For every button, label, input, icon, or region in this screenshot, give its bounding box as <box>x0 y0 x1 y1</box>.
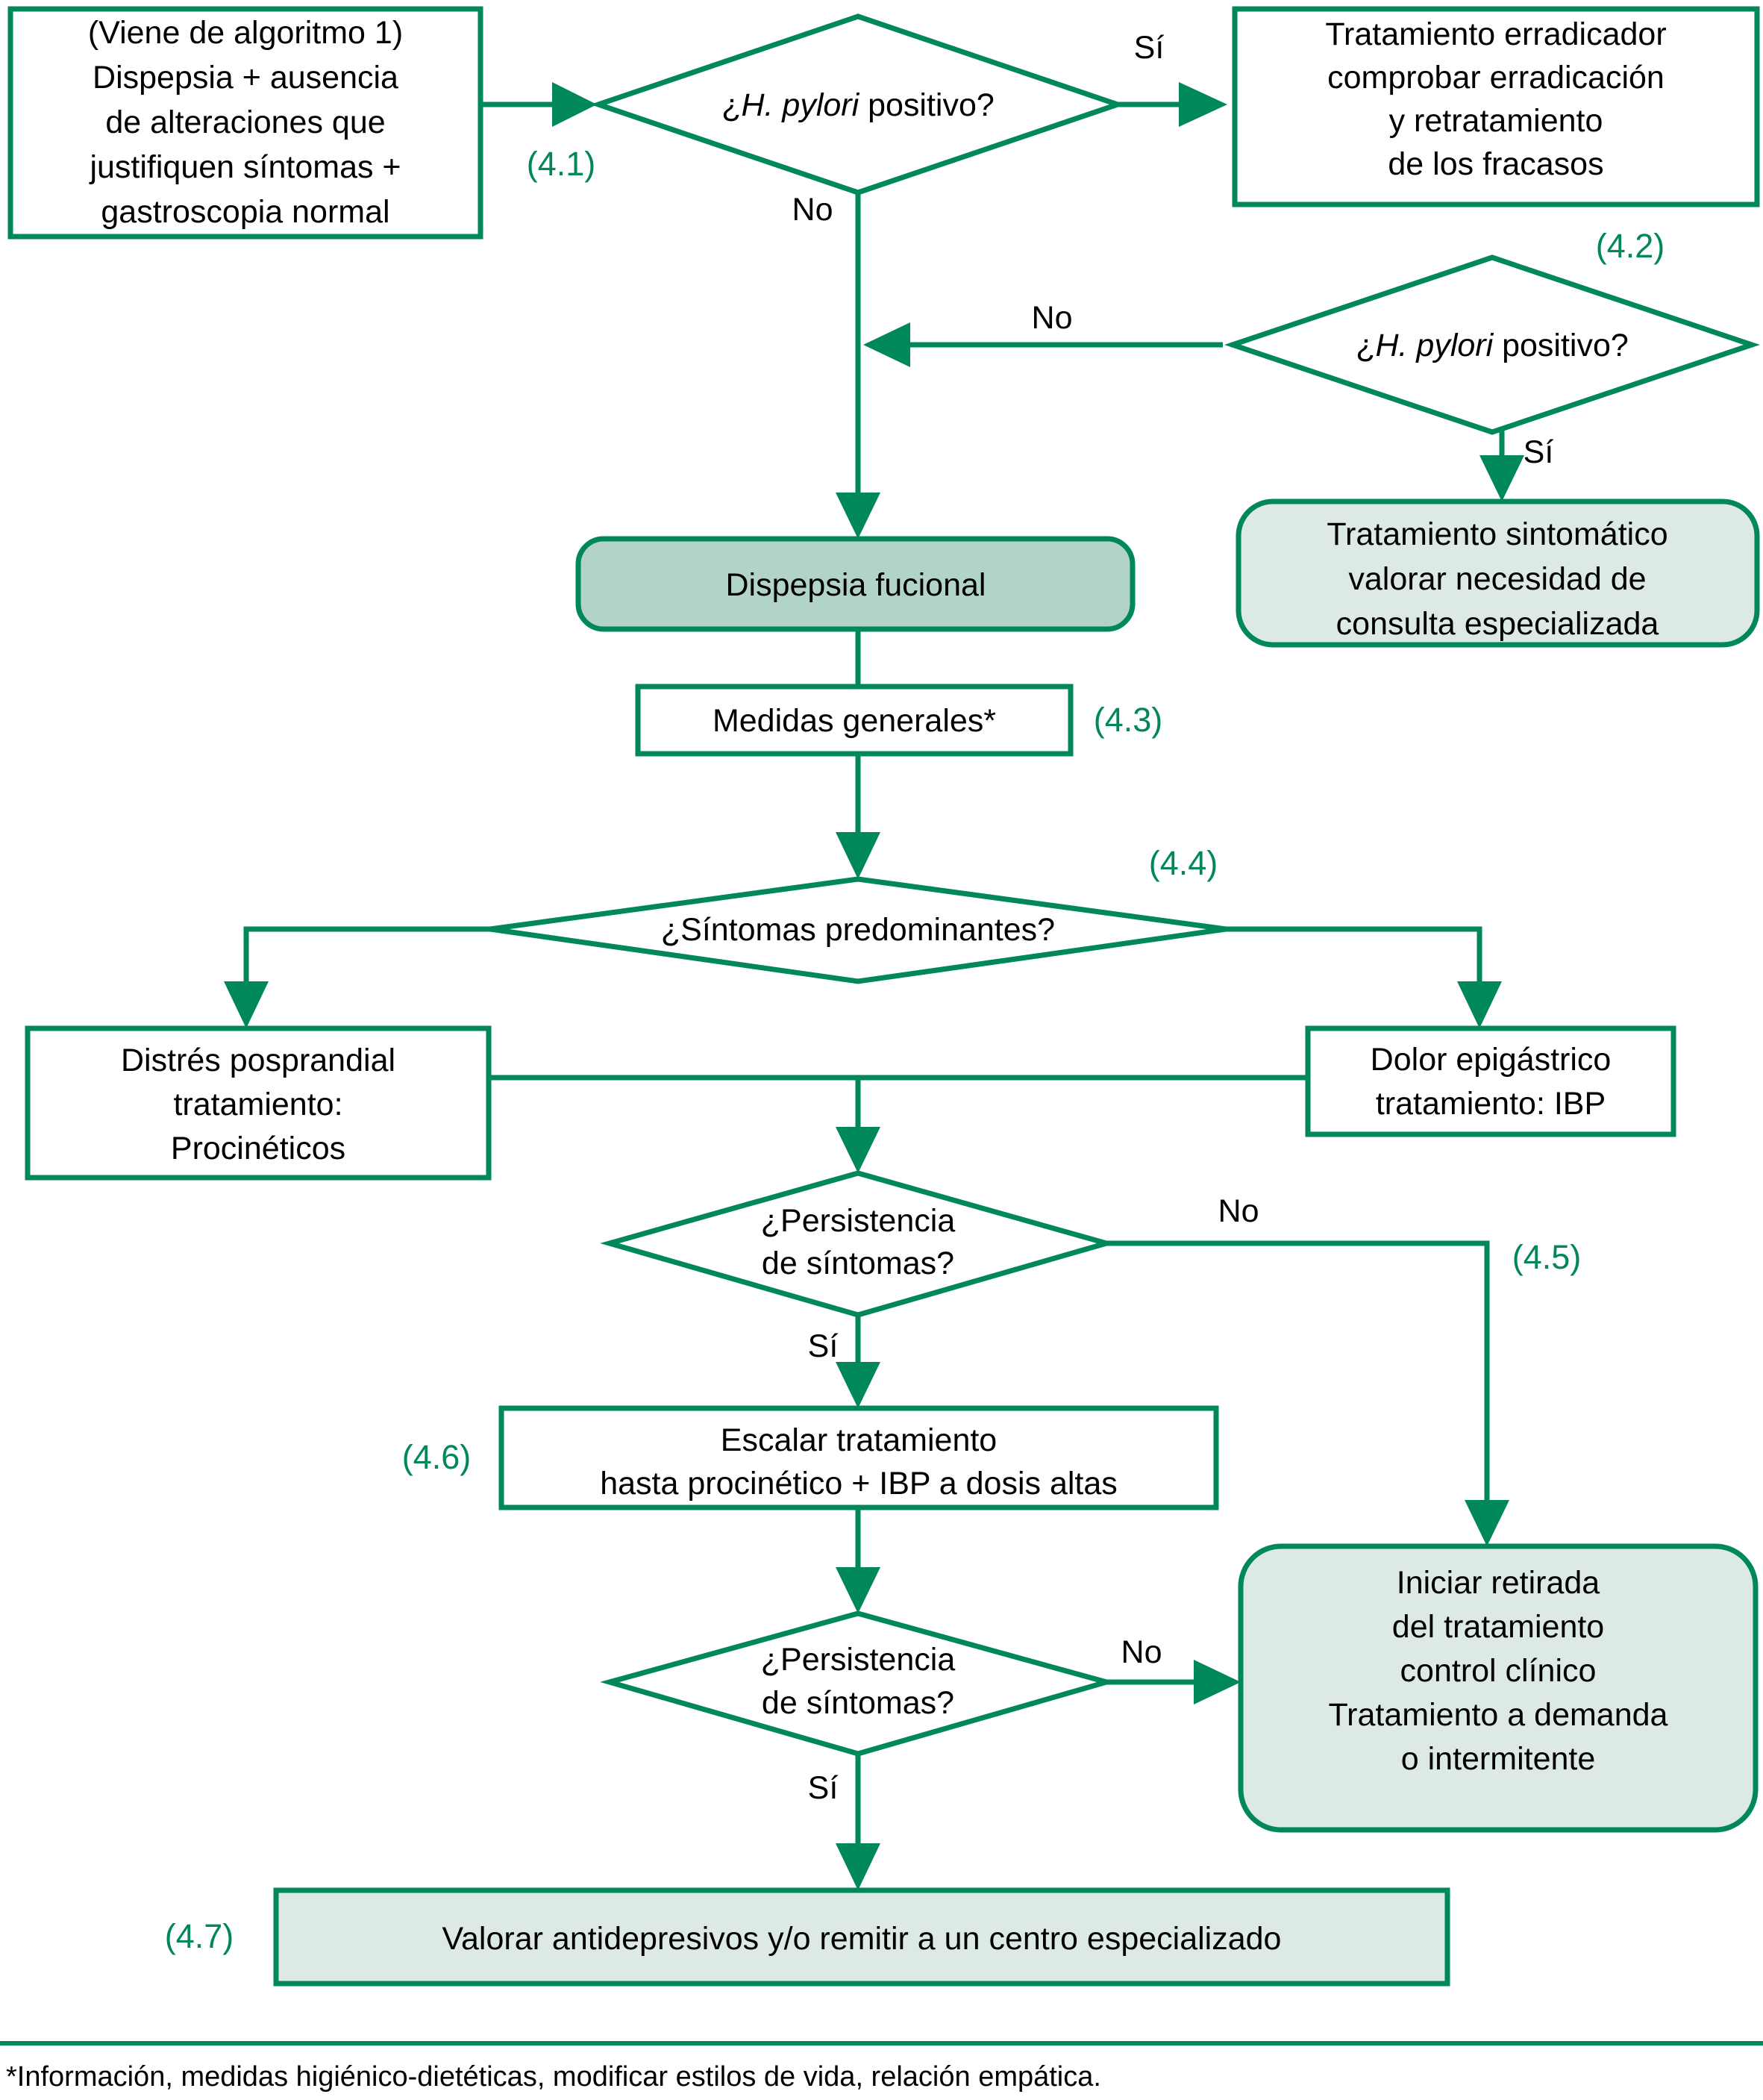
node-escalar-tratamiento[interactable]: Escalar tratamiento hasta procinético + … <box>498 1405 1219 1510</box>
node-persistencia-1-line-0: ¿Persistencia <box>761 1203 956 1239</box>
node-sintomatico-line-2: consulta especializada <box>1336 606 1659 642</box>
node-dolor-line-1: tratamiento: IBP <box>1376 1086 1606 1122</box>
hpylori-italic-2: H. pylori <box>1375 328 1494 363</box>
node-medidas-generales[interactable]: Medidas generales* <box>635 684 1074 757</box>
node-persistencia-1[interactable]: ¿Persistencia de síntomas? <box>600 1170 1116 1318</box>
node-dolor-epigastrico[interactable]: Dolor epigástrico tratamiento: IBP <box>1305 1025 1676 1137</box>
node-persistencia-1-line-1: de síntomas? <box>762 1246 954 1281</box>
step-ref-4-4: (4.4) <box>1149 844 1218 882</box>
node-hpylori-2-label: ¿H. pylori positivo? <box>1356 328 1629 363</box>
node-sintomatico-line-1: valorar necesidad de <box>1348 561 1646 597</box>
node-erradicador-line-3: de los fracasos <box>1388 146 1603 182</box>
node-start-line-4: gastroscopia normal <box>101 194 389 230</box>
edge-label-si-2: Sí <box>1524 434 1554 470</box>
node-medidas-label: Medidas generales* <box>713 703 996 739</box>
node-hpylori-1-label: ¿H. pylori positivo? <box>721 87 995 123</box>
edge-persistencia1-no <box>1106 1240 1509 1546</box>
node-sintomatico-line-0: Tratamiento sintomático <box>1327 516 1668 552</box>
node-retirada-line-1: del tratamiento <box>1392 1609 1604 1645</box>
edge-label-si-1: Sí <box>1134 30 1165 66</box>
step-ref-4-2: (4.2) <box>1596 227 1665 265</box>
footnote-text: *Información, medidas higiénico-dietétic… <box>6 2061 1101 2093</box>
step-ref-4-3: (4.3) <box>1094 701 1163 739</box>
node-persistencia-2-line-0: ¿Persistencia <box>761 1642 956 1678</box>
step-ref-4-5: (4.5) <box>1512 1238 1582 1276</box>
edge-label-no-4: No <box>1121 1634 1162 1670</box>
node-start-line-2: de alteraciones que <box>105 104 385 140</box>
edge-medidas-to-sintomas <box>836 754 880 879</box>
node-sintomas-predominantes[interactable]: ¿Síntomas predominantes? <box>489 876 1227 984</box>
node-dispepsia-funcional-label: Dispepsia fucional <box>726 567 986 603</box>
node-retirada-line-3: Tratamiento a demanda <box>1329 1697 1668 1733</box>
edge-label-no-3: No <box>1218 1193 1259 1229</box>
node-tratamiento-sintomatico[interactable]: Tratamiento sintomático valorar necesida… <box>1236 499 1760 648</box>
node-start-line-3: justifiquen síntomas + <box>88 149 401 185</box>
node-distres-posprandial[interactable]: Distrés posprandial tratamiento: Prociné… <box>25 1025 492 1181</box>
node-iniciar-retirada[interactable]: Iniciar retirada del tratamiento control… <box>1238 1543 1759 1833</box>
node-erradicador-line-2: y retratamiento <box>1389 103 1603 139</box>
node-distres-line-0: Distrés posprandial <box>121 1043 395 1078</box>
node-erradicador-line-0: Tratamiento erradicador <box>1325 16 1666 52</box>
hpylori-italic-1: H. pylori <box>741 87 859 123</box>
edge-label-no-2: No <box>1032 300 1073 336</box>
node-antidepresivos-label: Valorar antidepresivos y/o remitir a un … <box>442 1921 1282 1957</box>
step-ref-4-1: (4.1) <box>527 145 596 183</box>
edge-sintomas-to-dolor <box>1226 926 1502 1028</box>
edge-hpylori2-no <box>863 322 1223 367</box>
node-retirada-line-2: control clínico <box>1400 1653 1597 1689</box>
node-persistencia-2[interactable]: ¿Persistencia de síntomas? <box>600 1610 1116 1757</box>
edge-start-to-hpylori1 <box>480 82 597 127</box>
node-sintomas-label: ¿Síntomas predominantes? <box>661 912 1055 948</box>
node-start[interactable]: (Viene de algoritmo 1) Dispepsia + ausen… <box>7 6 483 240</box>
node-distres-line-1: tratamiento: <box>173 1087 342 1122</box>
node-erradicador-line-1: comprobar erradicación <box>1327 60 1665 96</box>
edge-label-si-3: Sí <box>808 1328 839 1364</box>
edge-label-si-4: Sí <box>808 1770 839 1806</box>
edge-label-no-1: No <box>792 192 833 228</box>
edge-merge-to-persistencia1 <box>836 1078 880 1173</box>
edge-persistencia1-si <box>836 1315 880 1408</box>
node-persistencia-2-line-1: de síntomas? <box>762 1685 954 1721</box>
node-escalar-line-0: Escalar tratamiento <box>721 1422 997 1458</box>
node-dolor-line-0: Dolor epigástrico <box>1371 1042 1612 1078</box>
edge-persistencia2-no <box>1106 1660 1241 1704</box>
node-distres-line-2: Procinéticos <box>171 1131 345 1166</box>
step-ref-4-6: (4.6) <box>402 1438 472 1476</box>
edge-escalar-to-persistencia2 <box>836 1507 880 1613</box>
edge-hpylori1-si <box>1118 82 1227 127</box>
node-start-line-0: (Viene de algoritmo 1) <box>88 15 403 51</box>
node-retirada-line-0: Iniciar retirada <box>1397 1565 1600 1601</box>
node-start-line-1: Dispepsia + ausencia <box>93 60 398 96</box>
node-dispepsia-funcional[interactable]: Dispepsia fucional <box>575 536 1136 632</box>
node-retirada-line-4: o intermitente <box>1401 1741 1596 1777</box>
node-erradicador[interactable]: Tratamiento erradicador comprobar erradi… <box>1232 6 1760 207</box>
node-hpylori-2[interactable]: ¿H. pylori positivo? <box>1224 254 1760 435</box>
node-valorar-antidepresivos[interactable]: Valorar antidepresivos y/o remitir a un … <box>273 1887 1450 1987</box>
edge-hpylori1-no-trunk <box>836 159 880 539</box>
node-hpylori-1[interactable]: ¿H. pylori positivo? <box>590 13 1126 196</box>
edge-persistencia2-si <box>836 1754 880 1890</box>
step-ref-4-7: (4.7) <box>165 1917 234 1955</box>
node-escalar-line-1: hasta procinético + IBP a dosis altas <box>600 1466 1118 1501</box>
edge-sintomas-to-distres <box>224 926 490 1028</box>
